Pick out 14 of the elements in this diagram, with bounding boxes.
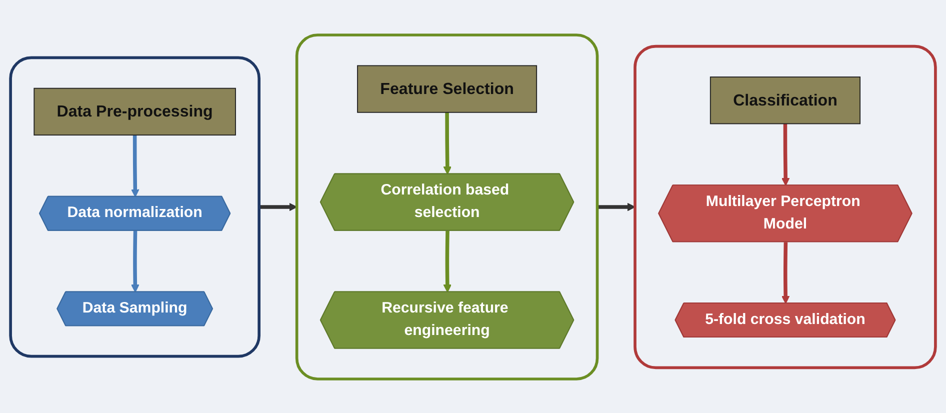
arrow	[443, 112, 452, 174]
arrow	[259, 202, 298, 211]
node-box: Feature Selection	[357, 64, 538, 112]
cluster	[9, 56, 260, 358]
arrow	[781, 123, 790, 186]
cluster	[634, 44, 937, 369]
arrow	[131, 230, 140, 292]
arrow	[597, 202, 636, 211]
node-box: Classification	[710, 76, 861, 124]
arrow	[131, 134, 140, 197]
arrow	[781, 242, 790, 304]
arrow	[443, 230, 452, 292]
node-box: Data Pre-processing	[34, 87, 236, 136]
cluster	[295, 33, 599, 380]
